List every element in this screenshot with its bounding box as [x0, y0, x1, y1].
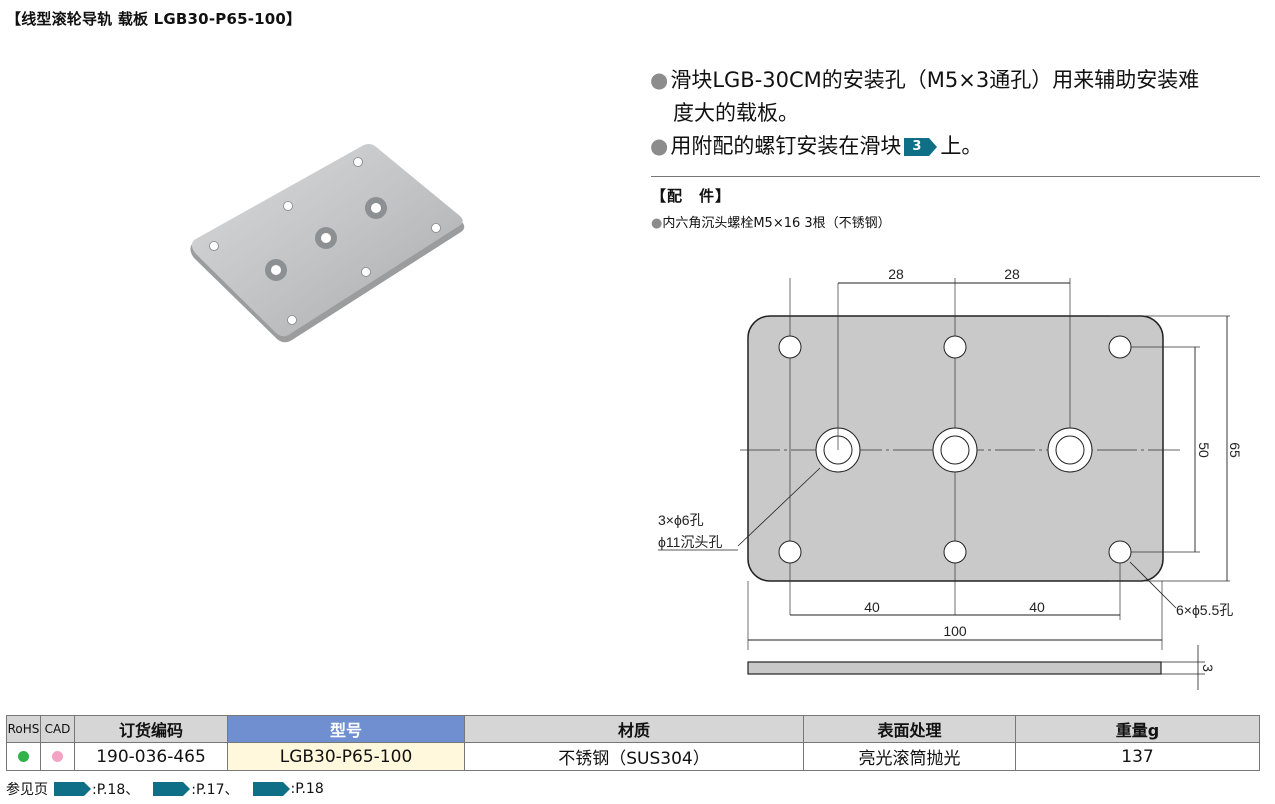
spec-table: RoHS CAD 订货编码 型号 材质 表面处理 重量g 190-036-465…	[6, 715, 1260, 771]
dimension-28-right: 28	[1004, 266, 1020, 282]
reference-tab-icon[interactable]	[252, 782, 290, 796]
order-code-header: 订货编码	[74, 715, 228, 743]
countersink-note-2: ϕ11沉头孔	[658, 534, 722, 550]
dimension-65: 65	[1227, 442, 1243, 458]
reference-tab-icon[interactable]	[153, 782, 191, 796]
accessories-heading: 【配 件】	[651, 187, 732, 205]
reference-tab-icon[interactable]	[54, 782, 91, 796]
order-code-cell: 190-036-465	[74, 742, 228, 771]
reference-page-1[interactable]: :P.18、	[92, 782, 140, 798]
product-photo	[190, 144, 465, 343]
dimension-40-left: 40	[864, 599, 880, 615]
table-header-row: RoHS CAD 订货编码 型号 材质 表面处理 重量g	[6, 715, 1260, 743]
accessories-item: ●内六角沉头螺栓M5×16 3根（不锈钢）	[651, 216, 891, 231]
cad-status-icon[interactable]	[52, 751, 63, 762]
description-bullet-2: ● 用附配的螺钉安装在滑块 3 上。	[650, 130, 1270, 163]
surface-cell: 亮光滚筒抛光	[803, 742, 1016, 771]
weight-header: 重量g	[1015, 715, 1260, 743]
section-divider	[651, 176, 1260, 177]
countersink-note-1: 3×ϕ6孔	[658, 512, 704, 528]
model-cell: LGB30-P65-100	[227, 742, 465, 771]
reference-page-3[interactable]: :P.18	[290, 781, 324, 797]
description: ● 滑块LGB-30CM的安装孔（M5×3通孔）用来辅助安装难 度大的载板。 ●…	[650, 64, 1270, 163]
description-bullet-1: ● 滑块LGB-30CM的安装孔（M5×3通孔）用来辅助安装难	[650, 64, 1270, 97]
rohs-cell	[6, 742, 41, 771]
dimension-40-right: 40	[1029, 599, 1045, 615]
block-number-badge: 3	[904, 130, 938, 163]
reference-label: 参见页	[6, 782, 48, 798]
dimension-100: 100	[943, 623, 967, 639]
reference-pages: 参见页 :P.18、 :P.17、 :P.18	[6, 779, 324, 799]
dimension-50: 50	[1196, 442, 1212, 458]
table-row: 190-036-465 LGB30-P65-100 不锈钢（SUS304） 亮光…	[6, 742, 1260, 771]
model-header: 型号	[227, 715, 465, 743]
rohs-status-icon	[18, 751, 29, 762]
dimension-28-left: 28	[888, 266, 904, 282]
bullet-icon: ●	[650, 68, 669, 92]
material-header: 材质	[464, 715, 804, 743]
bullet-icon: ●	[651, 216, 663, 231]
badge-arrow-icon	[929, 137, 938, 156]
bullet-1-continuation: 度大的载板。	[673, 101, 799, 125]
technical-drawing: 28 28 50 65 40 40 100 3 3×ϕ6孔 ϕ11沉头孔 6×ϕ…	[658, 266, 1243, 690]
surface-header: 表面处理	[803, 715, 1016, 743]
page-title: 【线型滚轮导轨 载板 LGB30-P65-100】	[6, 10, 302, 28]
reference-page-2[interactable]: :P.17、	[191, 782, 239, 798]
bullet-2-suffix: 上。	[940, 134, 983, 158]
bullet-1-text: 滑块LGB-30CM的安装孔（M5×3通孔）用来辅助安装难	[670, 68, 1200, 92]
material-cell: 不锈钢（SUS304）	[464, 742, 804, 771]
cad-header: CAD	[40, 715, 75, 743]
cad-cell[interactable]	[40, 742, 75, 771]
hole-note: 6×ϕ5.5孔	[1176, 602, 1233, 618]
bullet-2-text: 用附配的螺钉安装在滑块	[670, 134, 902, 158]
bullet-icon: ●	[650, 134, 669, 158]
dimension-3: 3	[1200, 664, 1216, 672]
weight-cell: 137	[1015, 742, 1260, 771]
rohs-header: RoHS	[6, 715, 41, 743]
